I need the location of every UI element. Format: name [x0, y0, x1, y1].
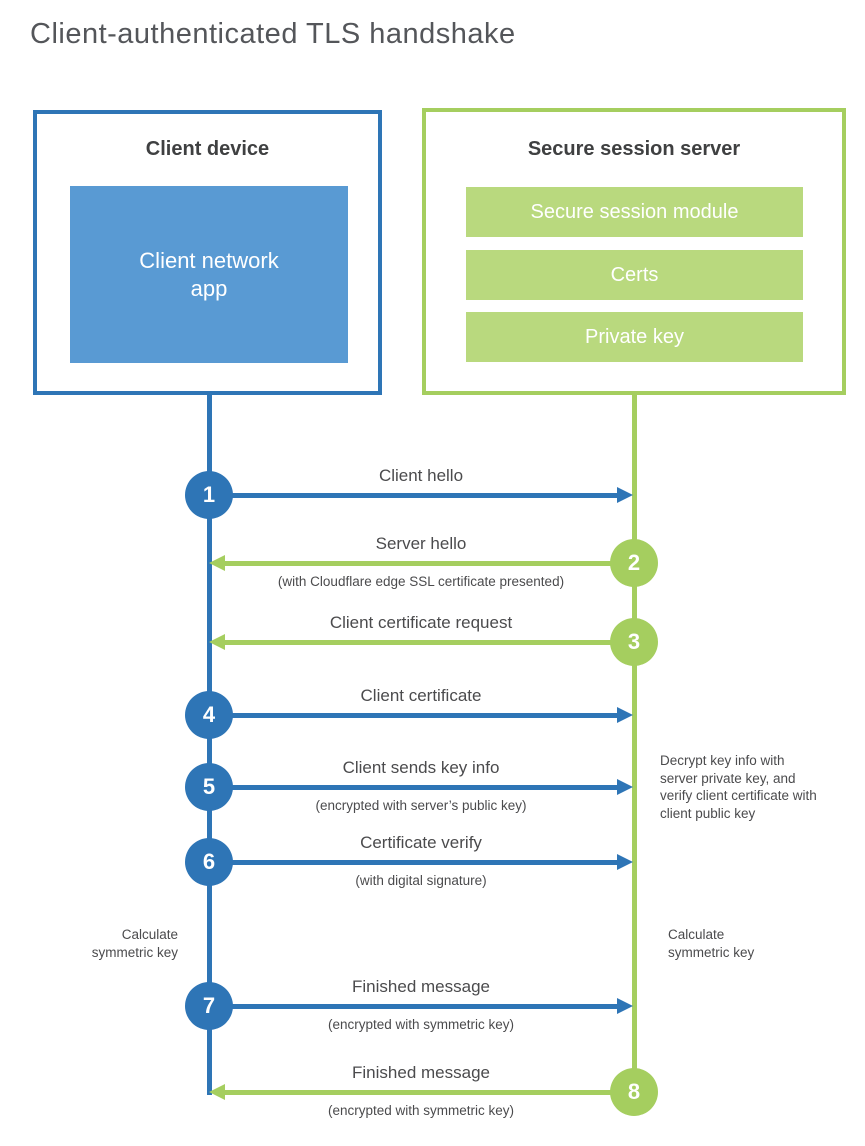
- step-5-circle: 5: [185, 763, 233, 811]
- step-8-label: Finished message: [352, 1063, 490, 1082]
- step-3-circle: 3: [610, 618, 658, 666]
- step-5-label: Client sends key info: [342, 758, 500, 777]
- step-2-label: Server hello: [375, 534, 467, 553]
- step-8-sublabel: (encrypted with symmetric key): [327, 1103, 515, 1118]
- arrow-right-icon: [617, 487, 633, 503]
- step-2-arrow: [209, 555, 633, 571]
- arrow-left-icon: [209, 634, 225, 650]
- step-3-arrow: [209, 634, 633, 650]
- client-device-title: Client device: [145, 138, 270, 160]
- step-5-number: 5: [202, 774, 216, 799]
- step-6-label: Certificate verify: [360, 833, 482, 852]
- step-6-sublabel: (with digital signature): [355, 873, 487, 888]
- server-lifeline: [632, 393, 637, 1092]
- server-title: Secure session server: [527, 138, 741, 160]
- step-7-circle: 7: [185, 982, 233, 1030]
- arrow-shaft: [209, 493, 621, 498]
- step-8-circle: 8: [610, 1068, 658, 1116]
- step-7-label: Finished message: [352, 977, 490, 996]
- arrow-left-icon: [209, 555, 225, 571]
- arrow-shaft: [221, 640, 633, 645]
- calculate-symmetric-key-server-note: Calculate symmetric key: [668, 927, 755, 960]
- step-2-sublabel: (with Cloudflare edge SSL certificate pr…: [277, 574, 565, 589]
- step-4-label: Client certificate: [360, 686, 482, 705]
- arrow-shaft: [209, 785, 621, 790]
- step-3-label: Client certificate request: [329, 613, 513, 632]
- step-3-number: 3: [627, 629, 641, 654]
- step-1-number: 1: [202, 482, 216, 507]
- certs-bar: Certs: [466, 250, 803, 300]
- private-key-label: Private key: [585, 325, 684, 348]
- arrow-shaft: [209, 713, 621, 718]
- step-7-number: 7: [202, 993, 216, 1018]
- step-1-circle: 1: [185, 471, 233, 519]
- step-2-number: 2: [627, 550, 641, 575]
- client-network-app-box: Client network app: [70, 186, 348, 363]
- arrow-right-icon: [617, 779, 633, 795]
- arrow-shaft: [221, 561, 633, 566]
- decrypt-key-note: Decrypt key info with server private key…: [660, 753, 817, 821]
- step-5-arrow: [209, 779, 633, 795]
- arrow-shaft: [209, 1004, 621, 1009]
- step-7-sublabel: (encrypted with symmetric key): [327, 1017, 515, 1032]
- private-key-bar: Private key: [466, 312, 803, 362]
- step-1-arrow: [209, 487, 633, 503]
- arrow-shaft: [221, 1090, 633, 1095]
- arrow-right-icon: [617, 854, 633, 870]
- secure-session-module-label: Secure session module: [530, 200, 739, 223]
- step-4-number: 4: [202, 702, 216, 727]
- step-2-circle: 2: [610, 539, 658, 587]
- step-6-number: 6: [202, 849, 216, 874]
- arrow-right-icon: [617, 998, 633, 1014]
- secure-session-module-bar: Secure session module: [466, 187, 803, 237]
- arrow-left-icon: [209, 1084, 225, 1100]
- certs-label: Certs: [610, 263, 659, 286]
- step-8-arrow: [209, 1084, 633, 1100]
- step-4-circle: 4: [185, 691, 233, 739]
- step-6-arrow: [209, 854, 633, 870]
- page-title: Client-authenticated TLS handshake: [30, 18, 516, 50]
- step-4-arrow: [209, 707, 633, 723]
- arrow-shaft: [209, 860, 621, 865]
- step-6-circle: 6: [185, 838, 233, 886]
- step-7-arrow: [209, 998, 633, 1014]
- arrow-right-icon: [617, 707, 633, 723]
- step-8-number: 8: [627, 1079, 641, 1104]
- client-lifeline: [207, 393, 212, 1095]
- client-network-app-label: Client network app: [139, 248, 279, 301]
- step-5-sublabel: (encrypted with server’s public key): [315, 798, 527, 813]
- calculate-symmetric-key-client-note: Calculate symmetric key: [91, 927, 178, 960]
- step-1-label: Client hello: [378, 466, 464, 485]
